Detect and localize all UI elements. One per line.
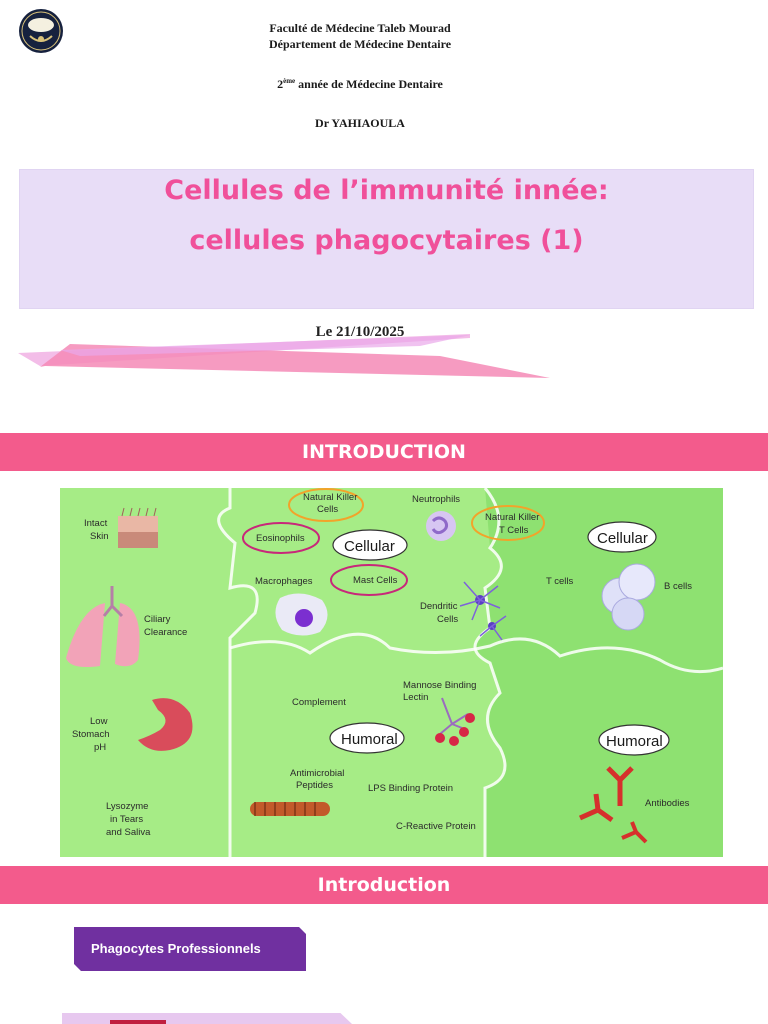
- section-heading-introduction: INTRODUCTION: [0, 433, 768, 471]
- svg-text:pH: pH: [94, 742, 106, 753]
- svg-text:C-Reactive Protein: C-Reactive Protein: [396, 821, 476, 832]
- study-year: 2ème année de Médecine Dentaire: [200, 77, 520, 92]
- nkt-cells-ring: [471, 505, 545, 541]
- svg-text:Mannose Binding: Mannose Binding: [403, 680, 476, 691]
- decorative-bottom-mark: [110, 1020, 166, 1024]
- lymphocytes-icon: [601, 563, 656, 631]
- antibodies-icon: [578, 766, 648, 844]
- svg-text:Humoral: Humoral: [341, 731, 398, 748]
- stomach-icon: [138, 698, 193, 751]
- svg-text:Cells: Cells: [437, 614, 458, 625]
- skin-icon: [118, 507, 158, 548]
- department-name: Département de Médecine Dentaire: [268, 37, 452, 51]
- svg-text:in Tears: in Tears: [110, 814, 143, 825]
- lecture-date: Le 21/10/2025: [315, 324, 405, 340]
- svg-text:Peptides: Peptides: [296, 780, 333, 791]
- immunity-puzzle-figure: Intact Skin Ciliary Clearance Low Stomac…: [60, 488, 723, 857]
- svg-text:LPS Binding Protein: LPS Binding Protein: [368, 783, 453, 794]
- svg-text:Eosinophils: Eosinophils: [256, 533, 305, 544]
- svg-text:Dendritic: Dendritic: [420, 601, 458, 612]
- title-line-1: Cellules de l’immunité innée:: [164, 175, 609, 206]
- macrophage-icon: [275, 593, 328, 636]
- year-number: 2: [277, 77, 284, 91]
- svg-text:T Cells: T Cells: [499, 525, 529, 536]
- svg-text:T cells: T cells: [546, 576, 574, 587]
- svg-text:Natural Killer: Natural Killer: [485, 512, 539, 523]
- svg-text:Stomach: Stomach: [72, 729, 110, 740]
- svg-text:Cellular: Cellular: [597, 530, 648, 547]
- humoral-adaptive-badge: [598, 724, 670, 756]
- svg-text:Antibodies: Antibodies: [645, 798, 690, 809]
- decorative-ribbon: [18, 334, 550, 378]
- nk-cells-ring: [288, 488, 364, 522]
- title-line-2: cellules phagocytaires (1): [189, 225, 584, 256]
- svg-text:B cells: B cells: [664, 581, 692, 592]
- svg-text:Neutrophils: Neutrophils: [412, 494, 460, 505]
- humoral-innate-badge: [329, 722, 405, 754]
- cellular-adaptive-badge: [587, 521, 657, 553]
- svg-text:Cellular: Cellular: [344, 538, 395, 555]
- svg-text:and Saliva: and Saliva: [106, 827, 151, 838]
- author-name: Dr YAHIAOULA: [315, 116, 405, 130]
- title-box: Cellules de l’immunité innée: cellules p…: [19, 169, 754, 309]
- dendritic-cell-icon: [459, 581, 507, 641]
- svg-text:Complement: Complement: [292, 697, 346, 708]
- svg-text:Skin: Skin: [90, 531, 108, 542]
- svg-text:Mast Cells: Mast Cells: [353, 575, 398, 586]
- svg-text:Antimicrobial: Antimicrobial: [290, 768, 344, 779]
- antimicrobial-peptide-icon: [250, 802, 330, 816]
- svg-text:Clearance: Clearance: [144, 627, 187, 638]
- svg-text:Macrophages: Macrophages: [255, 576, 313, 587]
- svg-text:Lysozyme: Lysozyme: [106, 801, 148, 812]
- year-label: année de Médecine Dentaire: [295, 77, 443, 91]
- decorative-bottom-strip: [62, 1013, 352, 1024]
- svg-text:Intact: Intact: [84, 518, 108, 529]
- svg-text:Natural Killer: Natural Killer: [303, 492, 357, 503]
- phagocytes-professionnels-box: Phagocytes Professionnels: [74, 927, 306, 971]
- section-heading-introduction-2: Introduction: [0, 866, 768, 904]
- lungs-icon: [66, 586, 140, 667]
- mast-cells-ring: [330, 564, 408, 596]
- svg-text:Lectin: Lectin: [403, 692, 428, 703]
- cellular-innate-badge: [332, 529, 408, 561]
- year-suffix: ème: [283, 77, 296, 85]
- svg-text:Cells: Cells: [317, 504, 338, 515]
- svg-text:Ciliary: Ciliary: [144, 614, 171, 625]
- faculty-seal-logo: [19, 9, 63, 53]
- svg-text:Low: Low: [90, 716, 108, 727]
- svg-text:Humoral: Humoral: [606, 733, 663, 750]
- neutrophil-icon: [426, 511, 456, 541]
- mannose-binding-lectin-icon: [435, 697, 475, 746]
- faculty-name: Faculté de Médecine Taleb Mourad: [269, 21, 451, 35]
- eosinophils-ring: [242, 522, 320, 554]
